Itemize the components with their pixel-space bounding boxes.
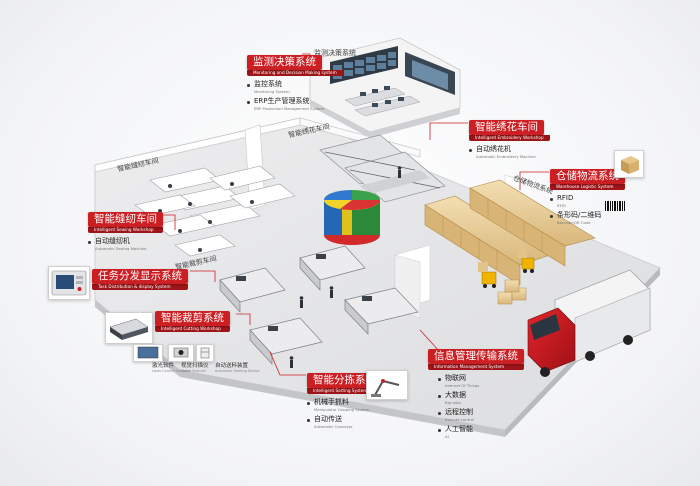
callout-task-subtitle: Task Distribution & display System — [92, 284, 188, 290]
caption-feeding-device: 自动送料装置 — [215, 363, 249, 369]
warehouse-racks — [424, 179, 596, 286]
callout-sorting-subtitle: Intelligent Sorting System — [307, 388, 382, 394]
callout-sorting: 智能分拣系统 Intelligent Sorting System 机械手抓料 … — [307, 368, 382, 432]
cardboard-box-thumbnail — [614, 150, 644, 178]
caption-laser-software-en: Laser Control Software — [152, 369, 191, 373]
callout-sewing-title: 智能缝纫车间 — [88, 212, 163, 227]
list-item: 监控系统 Monitoring System — [247, 80, 343, 94]
callout-info-subtitle: Information Management System — [428, 364, 524, 370]
barcode-icon — [605, 196, 625, 211]
list-item: RFID RFID — [550, 194, 625, 208]
laser-software-thumbnail — [133, 344, 163, 362]
feeder-icon — [200, 347, 210, 359]
vision-scanner-thumbnail — [168, 344, 194, 362]
callout-sewing-subtitle: Intelligent Sewing Workshop — [88, 227, 163, 233]
label-monitoring-room: 监测决策系统 — [314, 49, 356, 57]
list-item: ERP生产管理系统 ERP Production Management Syst… — [247, 97, 343, 111]
callout-sorting-title: 智能分拣系统 — [307, 373, 382, 388]
callout-task-title: 任务分发显示系统 — [92, 269, 188, 284]
callout-cutting-subtitle: Intelligent Cutting Workshop — [155, 326, 230, 332]
box-icon — [621, 156, 639, 174]
list-item: 远程控制 Remote control — [438, 408, 524, 422]
callout-monitoring: 监测决策系统 Monitoring and Decision Making sy… — [247, 50, 343, 114]
callout-logistics: 仓储物流系统 Warehouse Logistic System RFID RF… — [550, 164, 625, 228]
sewing-workstations — [134, 165, 296, 257]
callout-info-title: 信息管理传输系统 — [428, 349, 524, 364]
callout-embroidery-subtitle: Intelligent Embroidery Workshop — [469, 135, 550, 141]
callout-monitoring-subtitle: Monitoring and Decision Making system — [247, 70, 343, 76]
callout-cutting-title: 智能裁剪系统 — [155, 311, 230, 326]
laser-cutter-thumbnail — [105, 312, 153, 344]
feeding-device-thumbnail — [196, 344, 214, 362]
central-data-hub — [324, 190, 380, 245]
caption-vision-scanner: 视觉扫描仪 — [181, 363, 209, 369]
monitoring-room — [309, 37, 461, 138]
monitor-icon — [137, 346, 159, 359]
list-item: 条形码/二维码 Barcode/QR Code — [550, 211, 625, 225]
display-terminal-icon — [51, 270, 87, 296]
scanner-icon — [173, 347, 189, 358]
callout-task: 任务分发显示系统 Task Distribution & display Sys… — [92, 264, 188, 290]
laser-cutter-icon — [109, 318, 149, 340]
delivery-truck — [527, 269, 651, 377]
list-item: 大数据 Big data — [438, 391, 524, 405]
list-item: 自动缝纫机 Automatic Sewing Machine — [88, 237, 163, 251]
forklifts — [478, 249, 535, 288]
caption-laser-software: 激光软件 — [152, 363, 175, 369]
task-display-thumbnail — [48, 266, 90, 300]
list-item: 物联网 Internet Of Things — [438, 374, 524, 388]
list-item: 自动传送 Automatic Conveyor — [307, 415, 382, 429]
callout-info: 信息管理传输系统 Information Management System 物… — [428, 344, 524, 442]
callout-embroidery-title: 智能绣花车间 — [469, 120, 544, 135]
list-item: 机械手抓料 Manipulator Gripping System — [307, 398, 382, 412]
cutting-machines — [219, 245, 419, 365]
robot-arm-icon — [371, 379, 400, 397]
list-item: 自动绣花机 Automatic Embroidery Machine — [469, 145, 550, 159]
caption-vision-scanner-en: Vision Scanner — [181, 369, 207, 373]
callout-logistics-title: 仓储物流系统 — [550, 169, 625, 184]
callout-logistics-subtitle: Warehouse Logistic System — [550, 184, 625, 190]
embroidery-machines — [319, 134, 446, 203]
callout-monitoring-title: 监测决策系统 — [247, 55, 322, 70]
loading-boxes — [497, 279, 527, 305]
callout-sewing: 智能缝纫车间 Intelligent Sewing Workshop 自动缝纫机… — [88, 207, 163, 254]
factory-workers — [289, 166, 402, 368]
caption-feeding-device-en: Automatic Feeding Device — [215, 369, 260, 373]
callout-embroidery: 智能绣花车间 Intelligent Embroidery Workshop 自… — [469, 115, 550, 162]
list-item: 人工智能 AI — [438, 425, 524, 439]
robot-arm-thumbnail — [366, 370, 408, 400]
callout-cutting: 智能裁剪系统 Intelligent Cutting Workshop — [155, 306, 230, 332]
